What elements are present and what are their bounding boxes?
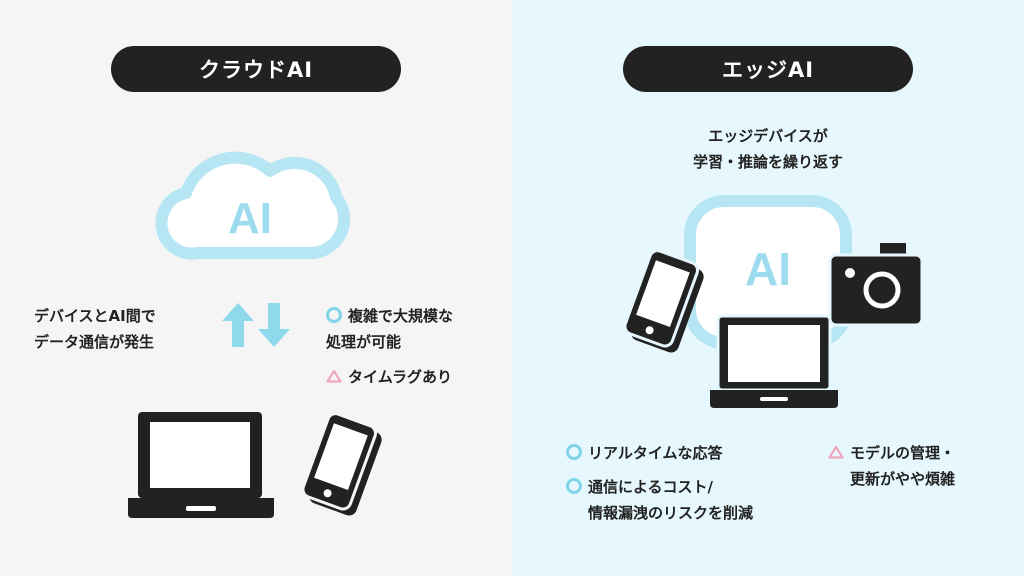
- triangle-mark-icon: [828, 445, 844, 459]
- edge-description-line1: エッジデバイスが: [708, 127, 828, 145]
- up-arrow-icon: [222, 303, 254, 347]
- cloud-description-line1: デバイスとAI間で: [34, 307, 156, 325]
- circle-mark-icon: [566, 444, 582, 460]
- laptop-icon: [710, 314, 838, 408]
- cloud-cons: タイムラグあり: [326, 364, 452, 390]
- cloud-ai-label: AI: [228, 194, 272, 243]
- edge-pros2-line2: 情報漏洩のリスクを削減: [588, 504, 754, 522]
- cloud-description: デバイスとAI間で データ通信が発生: [34, 303, 156, 355]
- edge-pros1-text: リアルタイムな応答: [588, 444, 723, 462]
- edge-pros2-line1: 通信によるコスト/: [588, 478, 714, 496]
- circle-mark-icon: [326, 307, 342, 323]
- circle-mark-icon: [566, 478, 582, 494]
- cloud-icon: AI: [155, 151, 351, 260]
- cloud-pros-line2: 処理が可能: [326, 333, 402, 351]
- edge-description: エッジデバイスが 学習・推論を繰り返す: [512, 123, 1024, 175]
- edge-cons: モデルの管理・ 更新がやや煩雑: [828, 440, 955, 492]
- laptop-icon: [128, 412, 274, 518]
- camera-icon: [828, 243, 924, 327]
- cloud-ai-panel: クラウドAI AI デバイスとAI間で データ通信が発生 複雑で大規模な 処理が…: [34, 46, 454, 518]
- triangle-mark-icon: [326, 369, 342, 383]
- cloud-ai-title: クラウドAI: [111, 46, 401, 92]
- edge-ai-label: AI: [745, 243, 791, 295]
- edge-cons-line1: モデルの管理・: [850, 444, 956, 462]
- up-down-arrows-icon: [222, 303, 290, 347]
- edge-pros1: リアルタイムな応答: [566, 440, 723, 466]
- smartphone-icon: [623, 249, 704, 353]
- edge-ai-title: エッジAI: [623, 46, 913, 92]
- cloud-pros: 複雑で大規模な 処理が可能: [326, 303, 453, 355]
- cloud-description-line2: データ通信が発生: [34, 333, 155, 351]
- edge-description-line2: 学習・推論を繰り返す: [692, 153, 843, 171]
- down-arrow-icon: [258, 303, 290, 347]
- edge-pros2: 通信によるコスト/ 情報漏洩のリスクを削減: [566, 474, 753, 526]
- edge-cons-line2: 更新がやや煩雑: [850, 470, 956, 488]
- cloud-cons-text: タイムラグあり: [348, 368, 452, 386]
- smartphone-icon: [301, 412, 382, 516]
- cloud-pros-line1: 複雑で大規模な: [348, 307, 454, 325]
- edge-ai-panel: エッジAI エッジデバイスが 学習・推論を繰り返す AI リアルタイムな応答: [512, 0, 1024, 576]
